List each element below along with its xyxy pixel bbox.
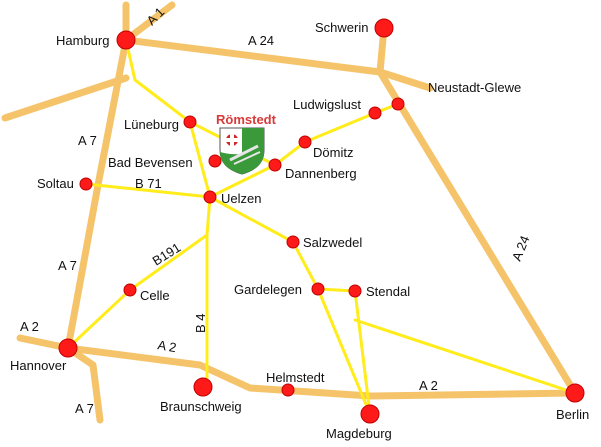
hannover-dot[interactable] xyxy=(58,338,78,358)
b71-road xyxy=(84,182,212,199)
uelzen-dannenberg-road xyxy=(208,163,277,199)
celle-label[interactable]: Celle xyxy=(140,288,170,303)
city-dots xyxy=(58,18,585,424)
bad-bevensen-label[interactable]: Bad Bevensen xyxy=(108,155,193,170)
doemitz-dot[interactable] xyxy=(298,135,312,149)
bad-bevensen-dot[interactable] xyxy=(208,154,222,168)
b4-south xyxy=(205,195,212,389)
a24-right-label: A 24 xyxy=(509,233,533,263)
magdeburg-dot[interactable] xyxy=(360,404,380,424)
soltau-label[interactable]: Soltau xyxy=(37,176,74,191)
a2-middle-label: A 2 xyxy=(156,337,177,355)
stendal-label[interactable]: Stendal xyxy=(366,284,410,299)
dannenberg-label[interactable]: Dannenberg xyxy=(285,166,357,181)
west-motorway xyxy=(1,74,130,122)
a1-spur xyxy=(122,1,176,44)
celle-dot[interactable] xyxy=(123,283,137,297)
berlin-dot[interactable] xyxy=(565,383,585,403)
a24-top-label: A 24 xyxy=(248,33,274,48)
b4-label: B 4 xyxy=(193,313,208,333)
helmstedt-dot[interactable] xyxy=(281,383,295,397)
stendal-magdeburg-road xyxy=(353,289,372,416)
salzwedel-dot[interactable] xyxy=(286,235,300,249)
a2-right-label: A 2 xyxy=(419,378,438,393)
neustadt-glewe-label[interactable]: Neustadt-Glewe xyxy=(428,80,521,95)
doemitz-label[interactable]: Dömitz xyxy=(313,145,353,160)
berlin-label[interactable]: Berlin xyxy=(556,407,589,422)
lueneburg-dot[interactable] xyxy=(183,115,197,129)
hamburg-dot[interactable] xyxy=(116,30,136,50)
local-roads xyxy=(66,38,577,416)
stendal-dot[interactable] xyxy=(348,284,362,298)
lueneburg-hamburg-road xyxy=(124,38,192,124)
lueneburg-label[interactable]: Lüneburg xyxy=(124,117,179,132)
a7-south xyxy=(64,344,104,424)
dannenberg-ludwigslust-road xyxy=(273,102,400,167)
salzwedel-label[interactable]: Salzwedel xyxy=(303,235,362,250)
roemstedt-coat-of-arms-icon[interactable] xyxy=(219,127,265,175)
a7-upper-label: A 7 xyxy=(78,133,97,148)
uelzen-dot[interactable] xyxy=(203,190,217,204)
b4-north xyxy=(188,120,212,199)
neustadt-connector xyxy=(376,68,434,92)
schwerin-dot[interactable] xyxy=(374,18,394,38)
ludwigslust-label[interactable]: Ludwigslust xyxy=(293,97,361,112)
gardelegen-dot[interactable] xyxy=(311,282,325,296)
hamburg-label[interactable]: Hamburg xyxy=(56,33,109,48)
braunschweig-label[interactable]: Braunschweig xyxy=(160,399,242,414)
gardelegen-magdeburg-road xyxy=(316,287,372,416)
map-title: Römstedt xyxy=(216,112,277,127)
gardelegen-label[interactable]: Gardelegen xyxy=(234,282,302,297)
soltau-dot[interactable] xyxy=(79,177,93,191)
a2-motorway xyxy=(64,344,579,400)
uelzen-label[interactable]: Uelzen xyxy=(221,191,261,206)
braunschweig-dot[interactable] xyxy=(193,377,213,397)
a7-middle-label: A 7 xyxy=(58,258,77,273)
schwerin-label[interactable]: Schwerin xyxy=(315,20,368,35)
ludwigslust-dot[interactable] xyxy=(368,106,382,120)
motorways xyxy=(1,1,579,424)
hannover-label[interactable]: Hannover xyxy=(10,358,67,373)
magdeburg-label[interactable]: Magdeburg xyxy=(326,426,392,441)
city-labels: Hamburg Schwerin Neustadt-Glewe Ludwigsl… xyxy=(10,20,589,441)
helmstedt-label[interactable]: Helmstedt xyxy=(266,370,325,385)
stendal-berlin-road xyxy=(353,318,577,395)
a7-lower-label: A 7 xyxy=(75,401,94,416)
a2-left-label: A 2 xyxy=(20,319,39,334)
uelzen-salzwedel-road xyxy=(208,195,295,244)
neustadt-glewe-dot[interactable] xyxy=(391,97,405,111)
salzwedel-gardelegen-road xyxy=(291,240,320,291)
dannenberg-dot[interactable] xyxy=(268,158,282,172)
b71-label: B 71 xyxy=(135,176,162,191)
